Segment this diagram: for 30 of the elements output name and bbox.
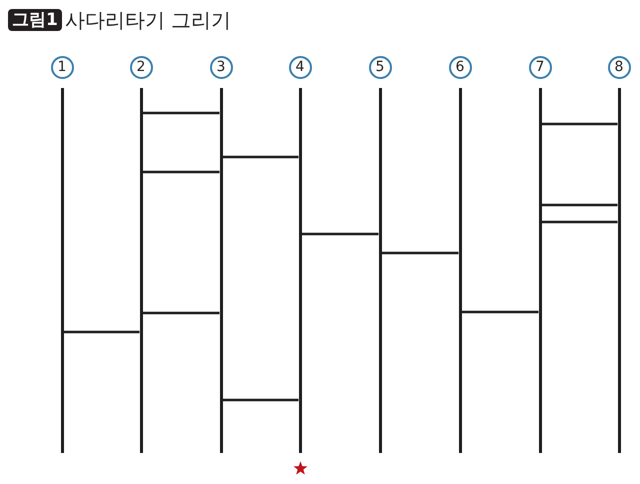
figure-number-badge: 그림1 <box>8 9 62 31</box>
number-circle: 3 <box>210 56 232 78</box>
ladder-rung <box>142 170 220 174</box>
ladder-line <box>220 88 222 453</box>
ladder-rung <box>222 156 298 158</box>
ladder-rung <box>64 330 140 334</box>
ladder-line <box>298 88 302 453</box>
number-circle: 8 <box>608 56 630 78</box>
number-circle: 6 <box>448 56 472 78</box>
ladder-line <box>458 88 462 453</box>
ladder-rung <box>302 232 378 236</box>
number-circle: 5 <box>368 56 392 78</box>
ladder-line <box>60 88 64 453</box>
ladder-rung <box>542 204 618 206</box>
ladder-line <box>538 88 542 453</box>
ladder-line <box>140 88 142 453</box>
ladder-rung <box>222 398 298 402</box>
diagram-title: 사다리타기 그리기 <box>64 7 232 33</box>
ladder-rung <box>382 252 458 254</box>
ladder-line <box>618 88 620 453</box>
ladder-rung <box>462 310 538 314</box>
number-circle: 7 <box>528 56 552 78</box>
ladder-rung <box>542 220 618 224</box>
ladder-rung <box>142 312 220 314</box>
ladder-rung <box>542 122 618 126</box>
ladder-rung <box>142 112 220 114</box>
ladder-line <box>378 88 382 453</box>
number-circle: 2 <box>130 56 152 78</box>
number-circle: 1 <box>50 56 74 78</box>
number-circle: 4 <box>288 56 312 78</box>
